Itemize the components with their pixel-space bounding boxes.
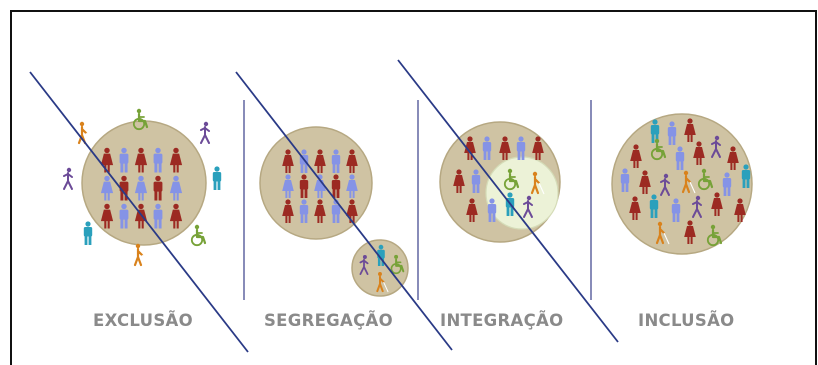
person-icon: [684, 220, 696, 244]
person-icon: [153, 147, 163, 173]
person-icon: [464, 136, 476, 160]
figures-layer: [63, 108, 751, 293]
person-icon: [620, 168, 630, 192]
person-icon: [169, 175, 183, 201]
running-person-icon: [523, 195, 533, 218]
person-icon: [650, 119, 660, 143]
person-icon: [466, 198, 478, 222]
running-person-icon: [63, 167, 73, 190]
person-icon: [693, 141, 705, 165]
person-icon: [282, 174, 294, 198]
person-icon: [630, 144, 642, 168]
blind-person-icon: [530, 171, 545, 195]
running-person-icon: [711, 135, 721, 158]
blind-person-icon: [681, 170, 696, 194]
blind-person-icon: [133, 243, 148, 267]
person-icon: [153, 203, 163, 229]
person-icon: [675, 146, 685, 170]
person-icon: [100, 175, 114, 201]
frame-border: [10, 10, 817, 365]
person-icon: [134, 147, 148, 173]
person-icon: [331, 174, 341, 198]
person-icon: [639, 170, 651, 194]
person-icon: [299, 174, 309, 198]
person-icon: [487, 198, 497, 222]
person-icon: [314, 199, 326, 223]
wheelchair-icon: [650, 138, 667, 161]
label-exclusao: EXCLUSÃO: [93, 311, 193, 330]
person-icon: [282, 199, 294, 223]
exclusion-slash-line: [29, 71, 249, 353]
segregation-slash-line: [235, 71, 453, 351]
running-person-icon: [359, 255, 369, 276]
wheelchair-icon: [697, 168, 714, 191]
person-icon: [727, 146, 739, 170]
blind-person-icon: [376, 272, 389, 293]
blind-person-icon: [77, 121, 92, 145]
person-icon: [667, 121, 677, 145]
person-icon: [314, 149, 326, 173]
person-icon: [134, 175, 148, 201]
person-icon: [471, 169, 481, 193]
person-icon: [629, 196, 641, 220]
person-icon: [153, 175, 163, 201]
segregation-small-circle: [351, 239, 409, 297]
wheelchair-icon: [132, 108, 149, 131]
person-icon: [331, 149, 341, 173]
person-icon: [331, 199, 341, 223]
wheelchair-icon: [190, 224, 207, 247]
integration-slash-line: [397, 59, 619, 343]
person-icon: [119, 147, 129, 173]
person-icon: [282, 149, 294, 173]
person-icon: [119, 203, 129, 229]
person-icon: [499, 136, 511, 160]
person-icon: [169, 147, 183, 173]
running-person-icon: [692, 195, 702, 218]
person-icon: [346, 149, 358, 173]
person-icon: [100, 203, 114, 229]
person-icon: [741, 164, 751, 188]
label-integracao: INTEGRAÇÃO: [440, 311, 563, 330]
person-icon: [649, 194, 659, 218]
person-icon: [516, 136, 526, 160]
person-icon: [532, 136, 544, 160]
person-icon: [722, 172, 732, 196]
person-icon: [299, 199, 309, 223]
person-icon: [711, 192, 723, 216]
wheelchair-icon: [503, 168, 520, 191]
person-icon: [684, 118, 696, 142]
label-inclusao: INCLUSÃO: [638, 311, 734, 330]
running-person-icon: [660, 173, 670, 196]
wheelchair-icon: [390, 254, 405, 275]
person-icon: [346, 174, 358, 198]
person-icon: [453, 169, 465, 193]
blind-person-icon: [655, 221, 670, 245]
person-icon: [212, 166, 222, 190]
label-segregacao: SEGREGAÇÃO: [264, 311, 393, 330]
person-icon: [482, 136, 492, 160]
person-icon: [83, 221, 93, 245]
person-icon: [734, 198, 746, 222]
wheelchair-icon: [706, 224, 723, 247]
running-person-icon: [200, 121, 210, 144]
person-icon: [671, 198, 681, 222]
person-icon: [169, 203, 183, 229]
